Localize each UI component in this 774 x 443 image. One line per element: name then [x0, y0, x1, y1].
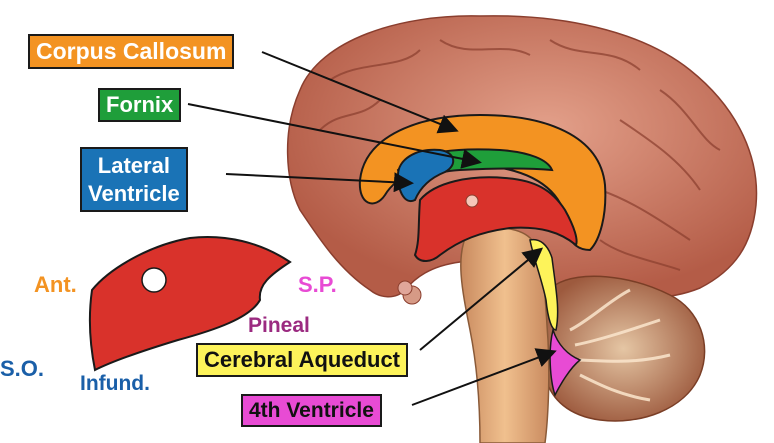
- fourth-ventricle-label: 4th Ventricle: [241, 394, 382, 427]
- lateral-ventricle-label: Lateral Ventricle: [80, 147, 188, 212]
- schematic-hole: [142, 268, 166, 292]
- massa-intermedia: [466, 195, 478, 207]
- suprapineal-marker: S.P.: [298, 272, 337, 298]
- fornix-label: Fornix: [98, 88, 181, 122]
- cerebellum: [542, 276, 705, 421]
- pituitary: [398, 281, 412, 295]
- infundibular-marker: Infund.: [80, 372, 150, 396]
- supraoptic-marker: S.O.: [0, 356, 44, 382]
- cerebral-aqueduct-label: Cerebral Aqueduct: [196, 343, 408, 377]
- anterior-marker: Ant.: [34, 272, 77, 298]
- lateral-ventricle-label-line2: Ventricle: [88, 180, 180, 208]
- pineal-marker: Pineal: [248, 314, 310, 338]
- lateral-ventricle-label-line1: Lateral: [88, 152, 180, 180]
- corpus-callosum-label: Corpus Callosum: [28, 34, 234, 69]
